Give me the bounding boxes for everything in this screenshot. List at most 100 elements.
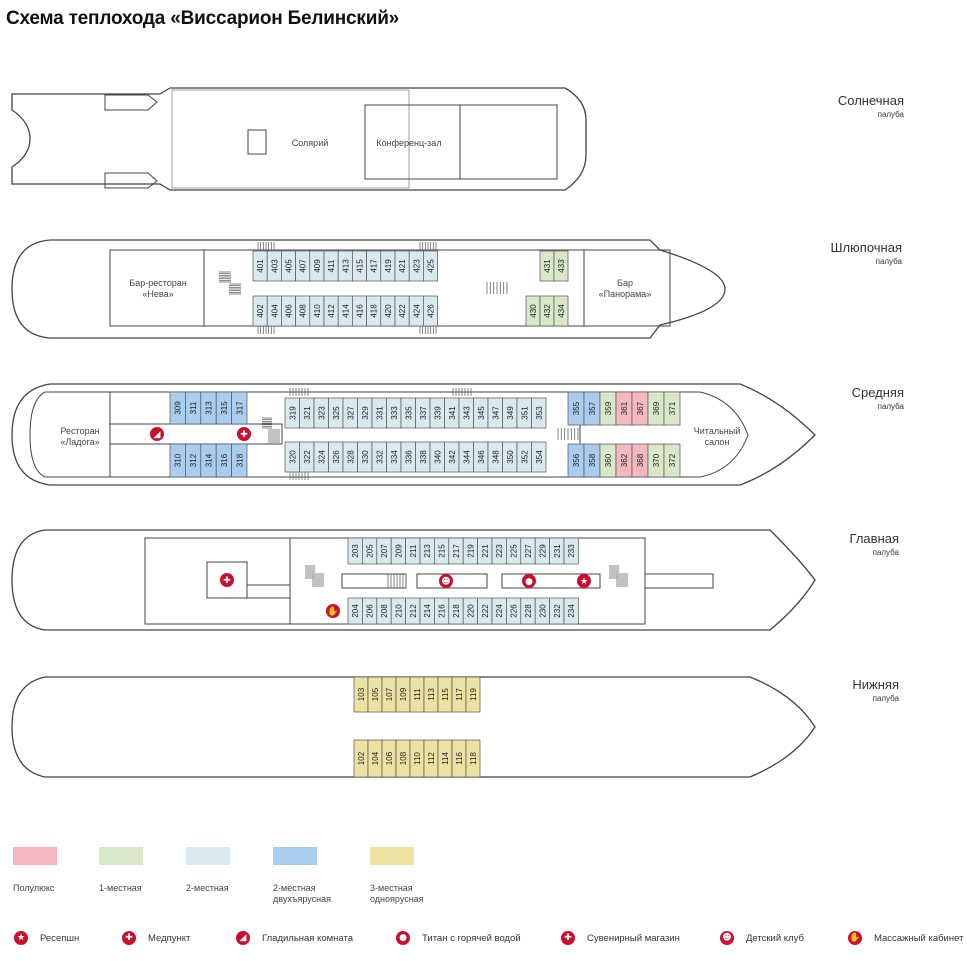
cabin-420[interactable]: 420 (380, 295, 396, 327)
cabin-343[interactable]: 343 (458, 397, 474, 429)
cabin-107[interactable]: 107 (381, 676, 397, 713)
cabin-116[interactable]: 116 (451, 739, 467, 778)
cabin-317[interactable]: 317 (231, 391, 248, 425)
cabin-110[interactable]: 110 (409, 739, 425, 778)
cabin-418[interactable]: 418 (366, 295, 382, 327)
cabin-425[interactable]: 425 (423, 250, 438, 282)
cabin-112[interactable]: 112 (423, 739, 439, 778)
cabin-228[interactable]: 228 (520, 597, 536, 625)
cabin-340[interactable]: 340 (429, 441, 445, 473)
cabin-401[interactable]: 401 (252, 250, 268, 282)
cabin-361[interactable]: 361 (615, 391, 633, 426)
cabin-419[interactable]: 419 (380, 250, 396, 282)
cabin-348[interactable]: 348 (487, 441, 503, 473)
cabin-342[interactable]: 342 (444, 441, 460, 473)
cabin-109[interactable]: 109 (395, 676, 411, 713)
cabin-210[interactable]: 210 (390, 597, 406, 625)
cabin-371[interactable]: 371 (663, 391, 681, 426)
cabin-431[interactable]: 431 (539, 250, 555, 282)
cabin-209[interactable]: 209 (390, 537, 406, 565)
cabin-338[interactable]: 338 (415, 441, 431, 473)
cabin-433[interactable]: 433 (553, 250, 569, 282)
cabin-358[interactable]: 358 (583, 443, 601, 478)
cabin-414[interactable]: 414 (337, 295, 353, 327)
cabin-408[interactable]: 408 (295, 295, 311, 327)
cabin-115[interactable]: 115 (437, 676, 453, 713)
cabin-328[interactable]: 328 (342, 441, 358, 473)
cabin-362[interactable]: 362 (615, 443, 633, 478)
cabin-223[interactable]: 223 (491, 537, 507, 565)
cabin-312[interactable]: 312 (185, 443, 202, 478)
cabin-426[interactable]: 426 (423, 295, 438, 327)
cabin-324[interactable]: 324 (313, 441, 329, 473)
cabin-356[interactable]: 356 (567, 443, 585, 478)
cabin-232[interactable]: 232 (549, 597, 565, 625)
cabin-213[interactable]: 213 (419, 537, 435, 565)
cabin-321[interactable]: 321 (299, 397, 315, 429)
cabin-220[interactable]: 220 (462, 597, 478, 625)
cabin-229[interactable]: 229 (534, 537, 550, 565)
cabin-215[interactable]: 215 (434, 537, 450, 565)
cabin-316[interactable]: 316 (215, 443, 232, 478)
cabin-105[interactable]: 105 (367, 676, 383, 713)
cabin-411[interactable]: 411 (323, 250, 339, 282)
cabin-106[interactable]: 106 (381, 739, 397, 778)
cabin-227[interactable]: 227 (520, 537, 536, 565)
cabin-409[interactable]: 409 (309, 250, 325, 282)
cabin-331[interactable]: 331 (371, 397, 387, 429)
cabin-327[interactable]: 327 (342, 397, 358, 429)
cabin-111[interactable]: 111 (409, 676, 425, 713)
cabin-314[interactable]: 314 (200, 443, 217, 478)
cabin-402[interactable]: 402 (252, 295, 268, 327)
cabin-422[interactable]: 422 (394, 295, 410, 327)
cabin-369[interactable]: 369 (647, 391, 665, 426)
cabin-205[interactable]: 205 (362, 537, 378, 565)
cabin-430[interactable]: 430 (525, 295, 541, 327)
cabin-337[interactable]: 337 (415, 397, 431, 429)
cabin-332[interactable]: 332 (371, 441, 387, 473)
cabin-231[interactable]: 231 (549, 537, 565, 565)
cabin-206[interactable]: 206 (362, 597, 378, 625)
cabin-424[interactable]: 424 (408, 295, 424, 327)
cabin-339[interactable]: 339 (429, 397, 445, 429)
cabin-225[interactable]: 225 (506, 537, 522, 565)
cabin-221[interactable]: 221 (477, 537, 493, 565)
cabin-117[interactable]: 117 (451, 676, 467, 713)
cabin-349[interactable]: 349 (502, 397, 518, 429)
cabin-368[interactable]: 368 (631, 443, 649, 478)
cabin-345[interactable]: 345 (473, 397, 489, 429)
cabin-412[interactable]: 412 (323, 295, 339, 327)
cabin-336[interactable]: 336 (400, 441, 416, 473)
cabin-118[interactable]: 118 (465, 739, 481, 778)
cabin-404[interactable]: 404 (266, 295, 282, 327)
cabin-311[interactable]: 311 (185, 391, 202, 425)
cabin-329[interactable]: 329 (357, 397, 373, 429)
cabin-334[interactable]: 334 (386, 441, 402, 473)
cabin-423[interactable]: 423 (408, 250, 424, 282)
cabin-359[interactable]: 359 (599, 391, 617, 426)
cabin-367[interactable]: 367 (631, 391, 649, 426)
cabin-233[interactable]: 233 (563, 537, 579, 565)
cabin-313[interactable]: 313 (200, 391, 217, 425)
cabin-370[interactable]: 370 (647, 443, 665, 478)
cabin-103[interactable]: 103 (353, 676, 369, 713)
cabin-222[interactable]: 222 (477, 597, 493, 625)
cabin-335[interactable]: 335 (400, 397, 416, 429)
cabin-219[interactable]: 219 (462, 537, 478, 565)
cabin-357[interactable]: 357 (583, 391, 601, 426)
cabin-211[interactable]: 211 (405, 537, 421, 565)
cabin-216[interactable]: 216 (434, 597, 450, 625)
cabin-333[interactable]: 333 (386, 397, 402, 429)
cabin-325[interactable]: 325 (328, 397, 344, 429)
cabin-434[interactable]: 434 (553, 295, 569, 327)
cabin-350[interactable]: 350 (502, 441, 518, 473)
cabin-226[interactable]: 226 (506, 597, 522, 625)
cabin-102[interactable]: 102 (353, 739, 369, 778)
cabin-405[interactable]: 405 (281, 250, 296, 282)
cabin-355[interactable]: 355 (567, 391, 585, 426)
cabin-351[interactable]: 351 (516, 397, 532, 429)
cabin-204[interactable]: 204 (347, 597, 363, 625)
cabin-432[interactable]: 432 (539, 295, 555, 327)
cabin-347[interactable]: 347 (487, 397, 503, 429)
cabin-217[interactable]: 217 (448, 537, 464, 565)
